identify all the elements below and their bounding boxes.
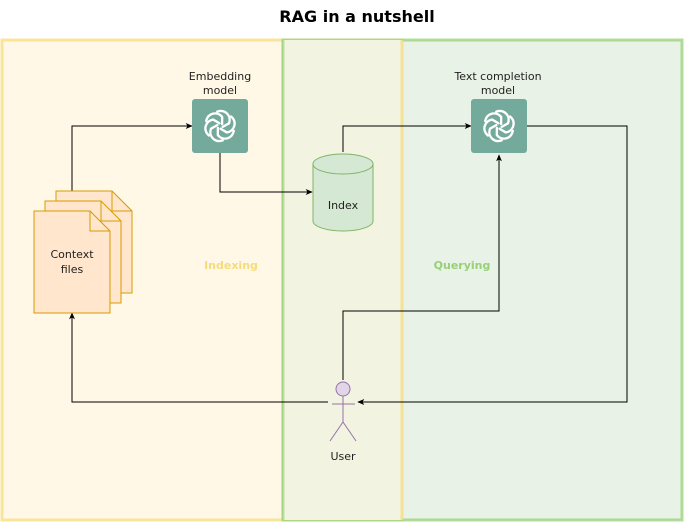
edge-user-to-completion — [342, 154, 502, 380]
person-stick-figure-icon — [329, 381, 357, 442]
diagram-title: RAG in a nutshell — [279, 7, 434, 26]
user-label: User — [330, 450, 356, 463]
user-node[interactable]: User — [329, 381, 357, 463]
edge-user-to-context — [69, 312, 328, 403]
database-cylinder-icon — [312, 153, 374, 232]
openai-logo-icon — [192, 99, 248, 153]
document-stack-icon — [33, 190, 133, 314]
context-files-label-line2: files — [61, 263, 84, 276]
edge-context-to-embedding — [71, 123, 193, 211]
text-completion-model-label-line2: model — [481, 84, 515, 97]
index-node[interactable]: Index — [312, 153, 374, 232]
text-completion-model-label-line1: Text completion — [453, 70, 541, 83]
querying-label: Querying — [434, 259, 491, 272]
embedding-model-node[interactable]: Embedding model — [189, 70, 251, 153]
context-files-label-line1: Context — [50, 248, 94, 261]
context-files-node[interactable]: Context files — [33, 190, 133, 314]
openai-logo-icon — [471, 99, 527, 153]
text-completion-model-node[interactable]: Text completion model — [453, 70, 542, 153]
edge-completion-to-user — [357, 125, 628, 405]
edge-index-to-completion — [342, 123, 472, 152]
indexing-label: Indexing — [204, 259, 258, 272]
embedding-model-label-line2: model — [203, 84, 237, 97]
edge-embedding-to-index — [219, 153, 313, 195]
edges — [69, 123, 628, 405]
index-label: Index — [328, 199, 359, 212]
overlap-region — [283, 40, 402, 520]
embedding-model-label-line1: Embedding — [189, 70, 251, 83]
